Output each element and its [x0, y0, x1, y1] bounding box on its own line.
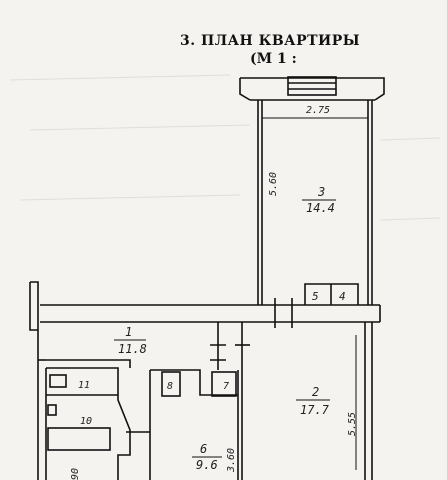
plan-scale: (М 1 :	[250, 51, 297, 67]
closet-walls	[304, 283, 359, 305]
room-2-area: 17.7	[300, 403, 330, 417]
room-11-number: 11	[78, 380, 90, 391]
toilet	[47, 404, 57, 416]
room-6-number: 6	[200, 442, 207, 456]
room-5-number: 5	[312, 290, 319, 303]
room-3-walls	[257, 100, 373, 305]
plan-title: 3. ПЛАН КВАРТИРЫ	[180, 33, 361, 49]
sink	[49, 374, 67, 388]
left-wall	[29, 281, 39, 480]
room-1-number: 1	[125, 325, 132, 339]
room-8-number: 8	[167, 381, 173, 392]
room-7-number: 7	[223, 381, 229, 392]
closet-8	[161, 371, 181, 397]
background-texture	[9, 74, 441, 221]
closet-7	[211, 371, 237, 397]
dim-left-edge: 90	[70, 468, 81, 480]
room-2-number: 2	[312, 385, 319, 399]
balcony-window	[287, 76, 337, 96]
room-3-number: 3	[317, 185, 325, 199]
room-10-number: 10	[80, 416, 92, 427]
room-1-area: 11.8	[118, 342, 147, 356]
dim-room2-length: 5.55	[347, 412, 358, 436]
balcony-outline	[239, 77, 385, 101]
bathroom-walls	[45, 367, 131, 480]
dim-room3-length: 5.60	[268, 172, 279, 196]
corridor-walls	[40, 304, 381, 323]
room-4-number: 4	[339, 290, 346, 303]
room-1-walls	[46, 322, 226, 370]
room-3-area: 14.4	[306, 201, 335, 215]
room-2-walls	[241, 322, 373, 480]
room-6-area: 9.6	[196, 458, 218, 472]
dim-room6-length: 3.60	[226, 448, 237, 473]
dim-room3-width: 2.75	[306, 105, 330, 116]
room-6-walls	[149, 369, 239, 480]
bathtub	[47, 427, 111, 451]
